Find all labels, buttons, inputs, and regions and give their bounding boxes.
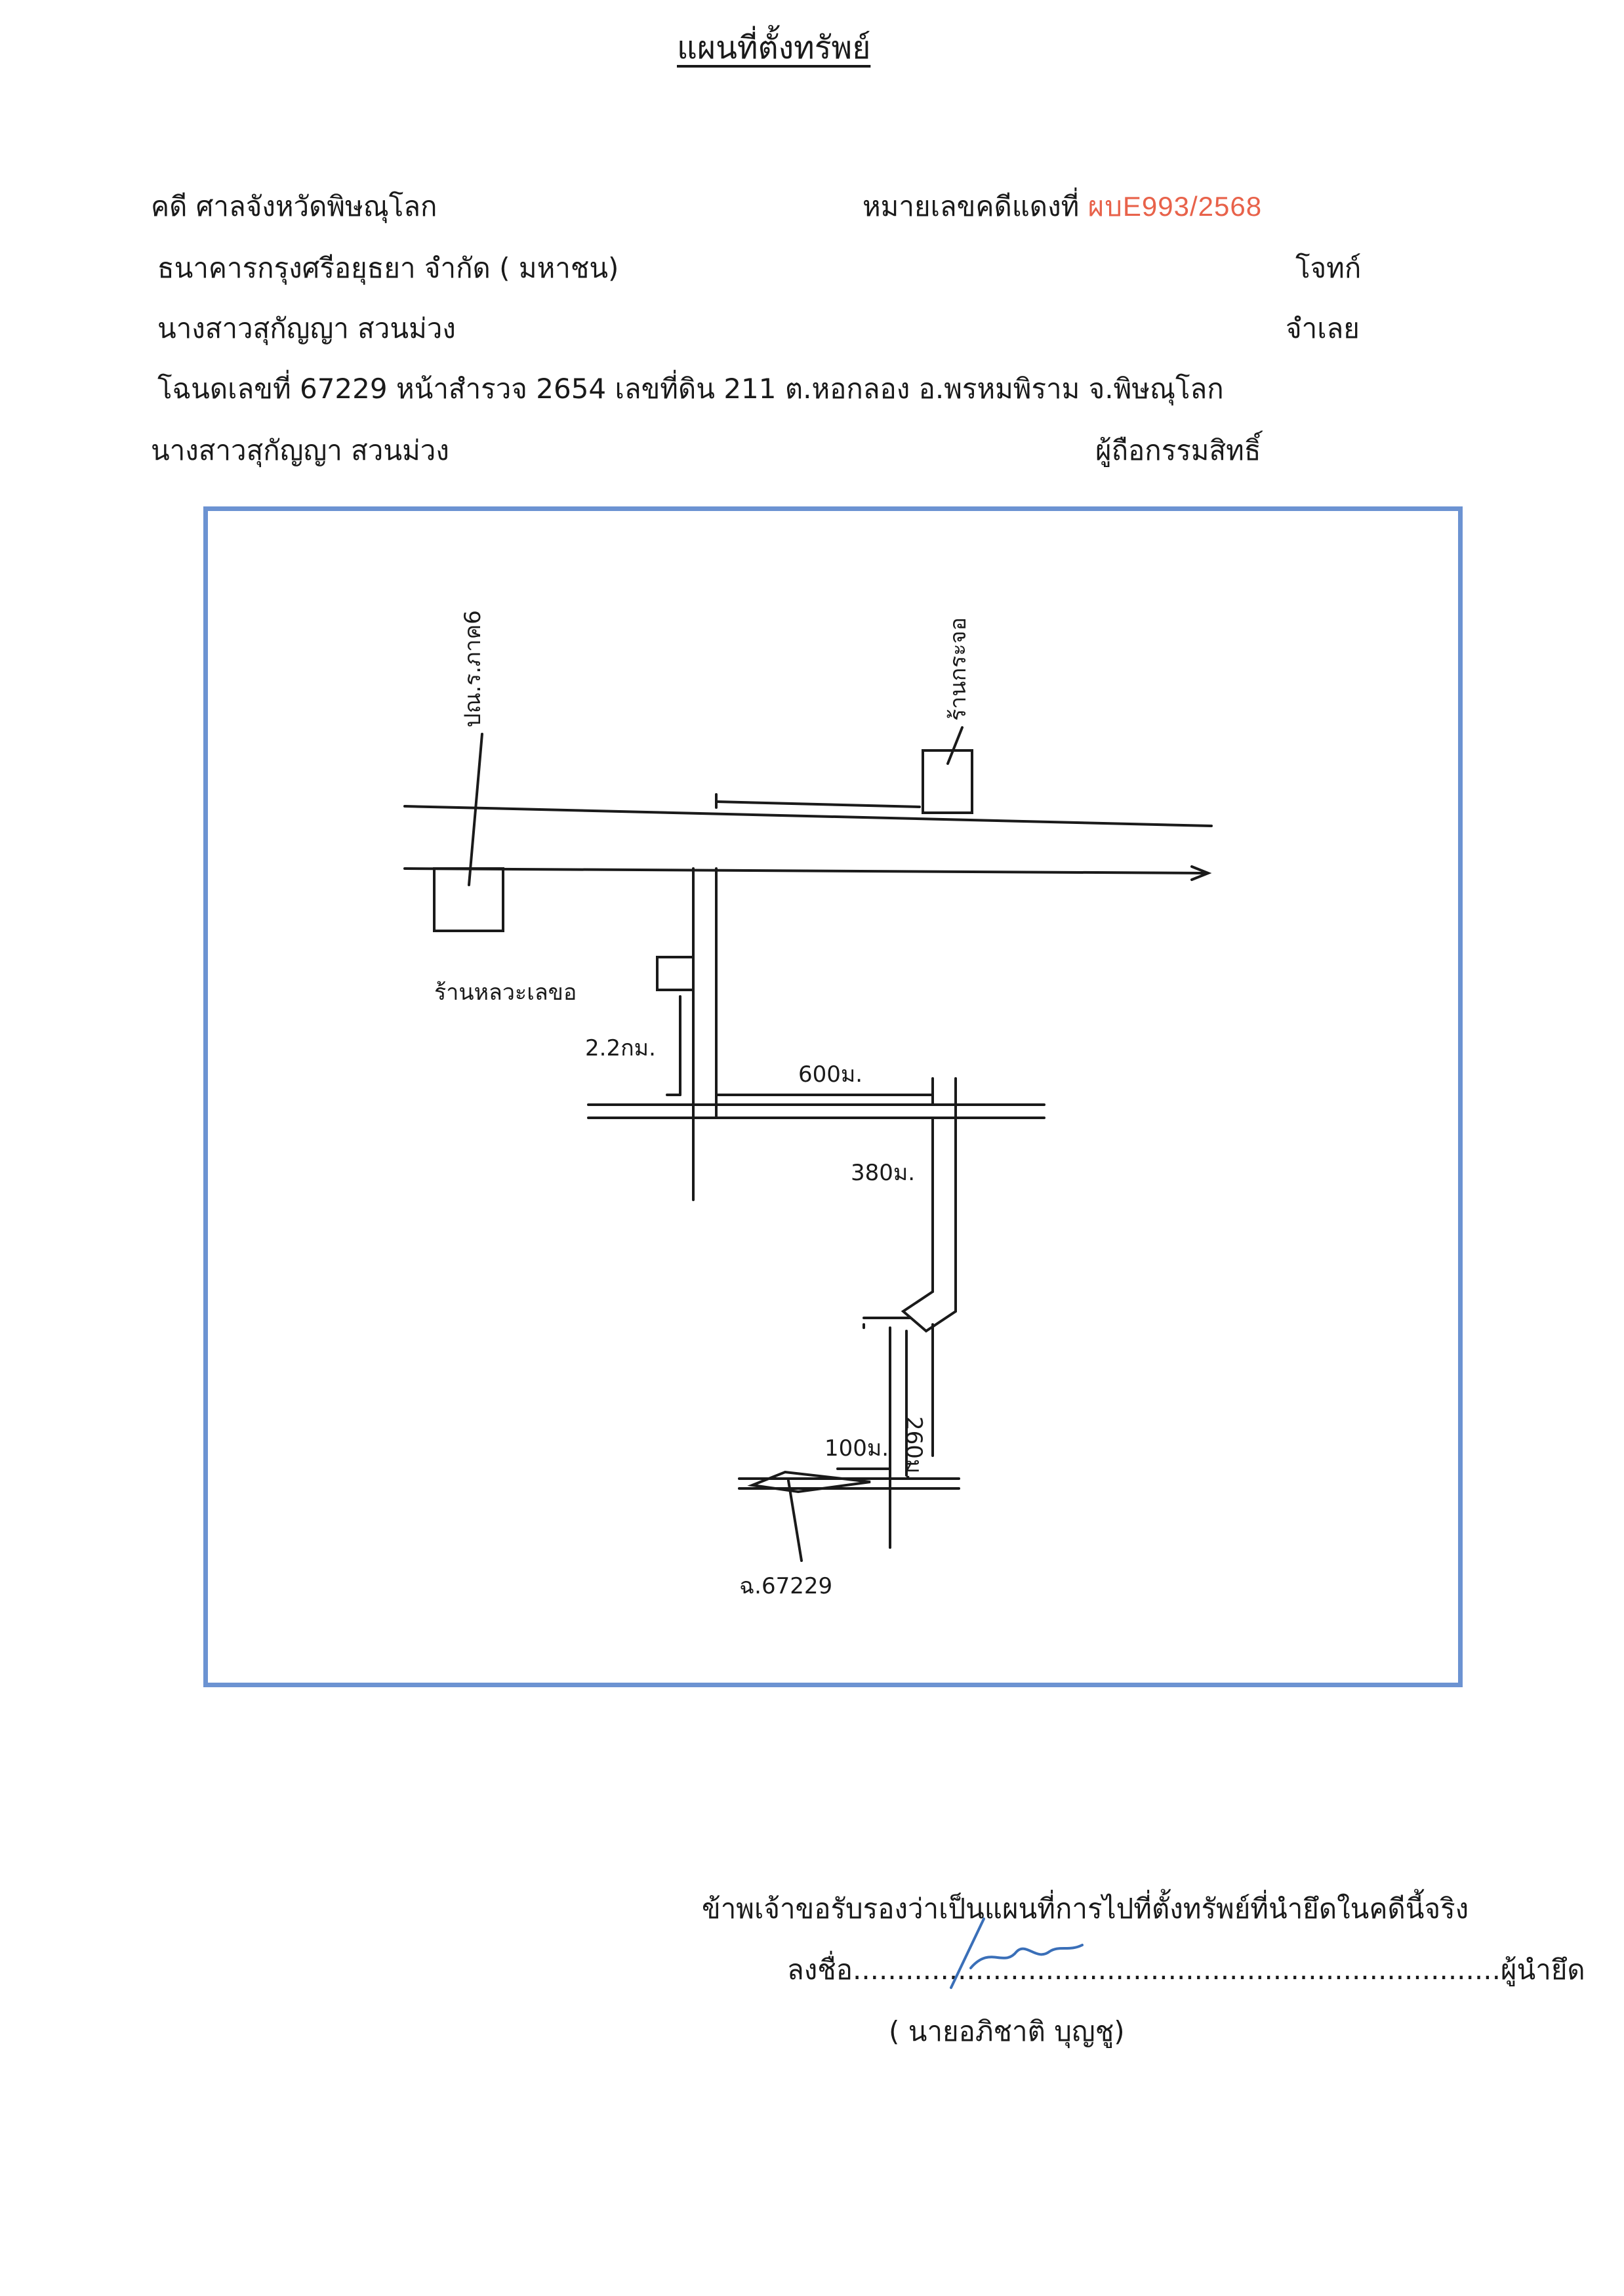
landmark-building (656, 956, 695, 991)
label-dist-1: 2.2กม. (585, 1035, 656, 1061)
label-dist-4: 260ม. (901, 1416, 927, 1481)
court-label: คดี ศาลจังหวัดพิษณุโลก (151, 190, 437, 222)
plaintiff-role: โจทก์ (1295, 252, 1362, 284)
certification-statement: ข้าพเจ้าขอรับรองว่าเป็นแผนที่การไปที่ตั้… (702, 1893, 1469, 1925)
post-office-pointer (468, 733, 483, 886)
owner-role: ผู้ถือกรรมสิทธิ์ (1095, 434, 1261, 466)
shop-distance-line (715, 800, 921, 808)
document-title: แผนที่ตั้งทรัพย์ (677, 30, 871, 66)
shop-pointer (946, 726, 964, 765)
road-bend (901, 1228, 957, 1333)
parcel-shape (747, 1470, 871, 1494)
location-map-frame: ปณ.ร.ภาค6 ร้านกระจอ ร้านหลวะเลขอ 2.2กม. … (203, 506, 1463, 1687)
label-parcel: ฉ.67229 (739, 1573, 832, 1599)
signer-name: ( นายอภิชาติ บุญชู) (889, 2015, 1125, 2047)
post-office-building (433, 867, 504, 932)
road-arrow (1190, 865, 1212, 881)
case-number-label: หมายเลขคดีแดงที่ (863, 190, 1080, 222)
defendant-role: จำเลย (1286, 312, 1360, 344)
label-post-office: ปณ.ร.ภาค6 (460, 610, 486, 728)
label-dist-3: 380ม. (851, 1160, 915, 1186)
signature-line: ลงชื่อ..................................… (787, 1954, 1585, 1986)
defendant-name: นางสาวสุกัญญา สวนม่วง (157, 312, 456, 344)
handwritten-signature (950, 1917, 1084, 1989)
location-map: ปณ.ร.ภาค6 ร้านกระจอ ร้านหลวะเลขอ 2.2กม. … (403, 610, 1213, 1599)
owner-name: นางสาวสุกัญญา สวนม่วง (151, 434, 449, 466)
parcel-pointer (787, 1479, 803, 1562)
label-landmark: ร้านหลวะเลขอ (434, 979, 577, 1006)
case-number: ผบE993/2568 (1087, 191, 1263, 222)
deed-info: โฉนดเลขที่ 67229 หน้าสำรวจ 2654 เลขที่ดิ… (157, 373, 1224, 405)
main-road-bottom-edge (403, 867, 1206, 874)
case-number-row: หมายเลขคดีแดงที่ ผบE993/2568 (863, 190, 1262, 223)
shop-building (922, 749, 973, 814)
main-road-top-edge (403, 805, 1213, 827)
label-dist-5: 100ม. (824, 1435, 889, 1462)
label-shop: ร้านกระจอ (945, 617, 971, 721)
plaintiff-name: ธนาคารกรุงศรีอยุธยา จำกัด ( มหาชน) (157, 252, 619, 284)
label-dist-2: 600ม. (798, 1061, 863, 1088)
